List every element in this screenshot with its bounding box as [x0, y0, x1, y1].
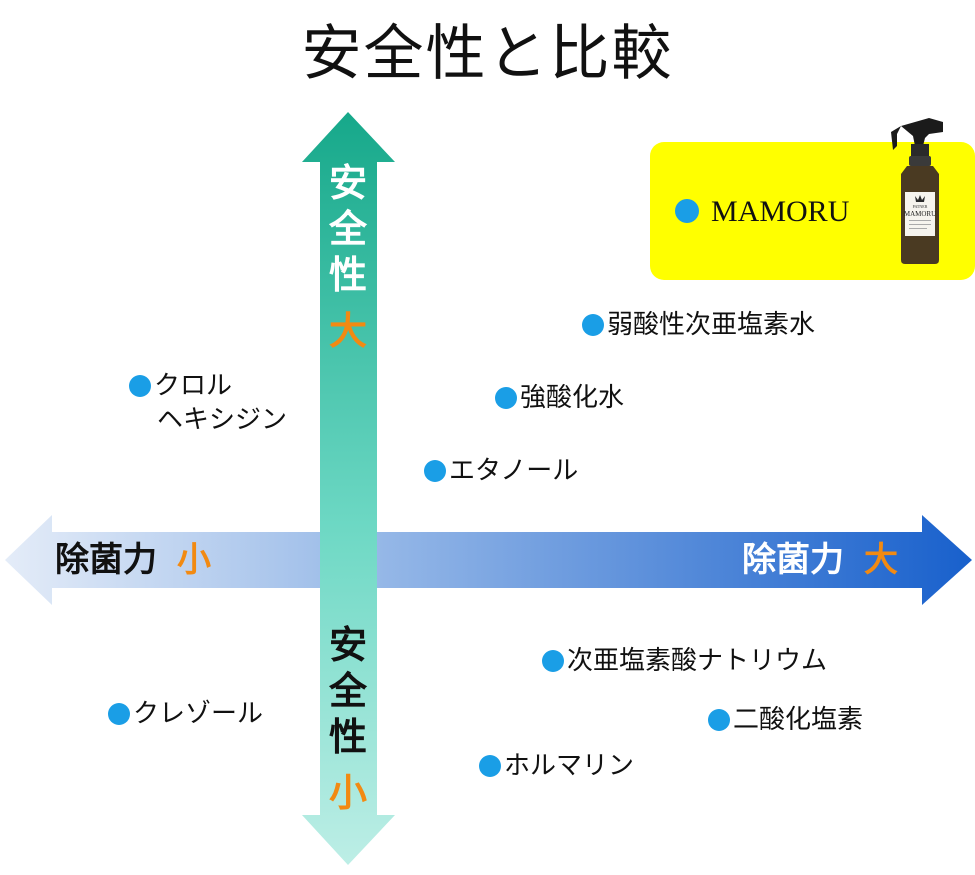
- blue-dot-icon: [542, 650, 564, 672]
- bottle-brand-text: MAMORU: [904, 210, 936, 218]
- blue-dot-icon: [424, 460, 446, 482]
- bottle-sub-text: PATNER: [913, 204, 928, 209]
- blue-dot-icon: [495, 387, 517, 409]
- item-strong-acid-water: 強酸化水: [495, 381, 624, 415]
- left-axis-label: 除菌力小: [55, 540, 211, 580]
- spray-bottle-icon: PATNER MAMORU: [891, 118, 943, 264]
- item-sodium-hypochlorite: 次亜塩素酸ナトリウム: [542, 644, 827, 678]
- right-axis-degree: 大: [864, 540, 898, 580]
- top-axis-degree: 大: [328, 309, 367, 353]
- blue-dot-icon: [582, 314, 604, 336]
- bottom-axis-degree: 小: [328, 771, 367, 815]
- horizontal-axis-arrow: [5, 515, 972, 605]
- blue-dot-icon: [675, 199, 699, 223]
- right-axis-label: 除菌力大: [742, 540, 898, 580]
- top-axis-label: 安 全 性 大: [323, 160, 373, 354]
- item-chlorine-dioxide: 二酸化塩素: [708, 703, 863, 737]
- blue-dot-icon: [479, 755, 501, 777]
- item-cresol: クレゾール: [108, 697, 263, 731]
- mamoru-label: MAMORU: [675, 194, 849, 230]
- bottom-axis-label: 安 全 性 小: [323, 622, 373, 816]
- blue-dot-icon: [108, 703, 130, 725]
- vertical-axis-arrow: [302, 112, 395, 865]
- item-ethanol: エタノール: [424, 454, 578, 488]
- blue-dot-icon: [129, 375, 151, 397]
- item-chlorhexidine: クロル ヘキシジン: [129, 369, 287, 437]
- blue-dot-icon: [708, 709, 730, 731]
- page-title: 安全性と比較: [301, 19, 674, 89]
- item-weak-acid-hypochlorous-water: 弱酸性次亜塩素水: [582, 308, 815, 342]
- left-axis-degree: 小: [177, 540, 211, 580]
- item-formalin: ホルマリン: [479, 749, 634, 783]
